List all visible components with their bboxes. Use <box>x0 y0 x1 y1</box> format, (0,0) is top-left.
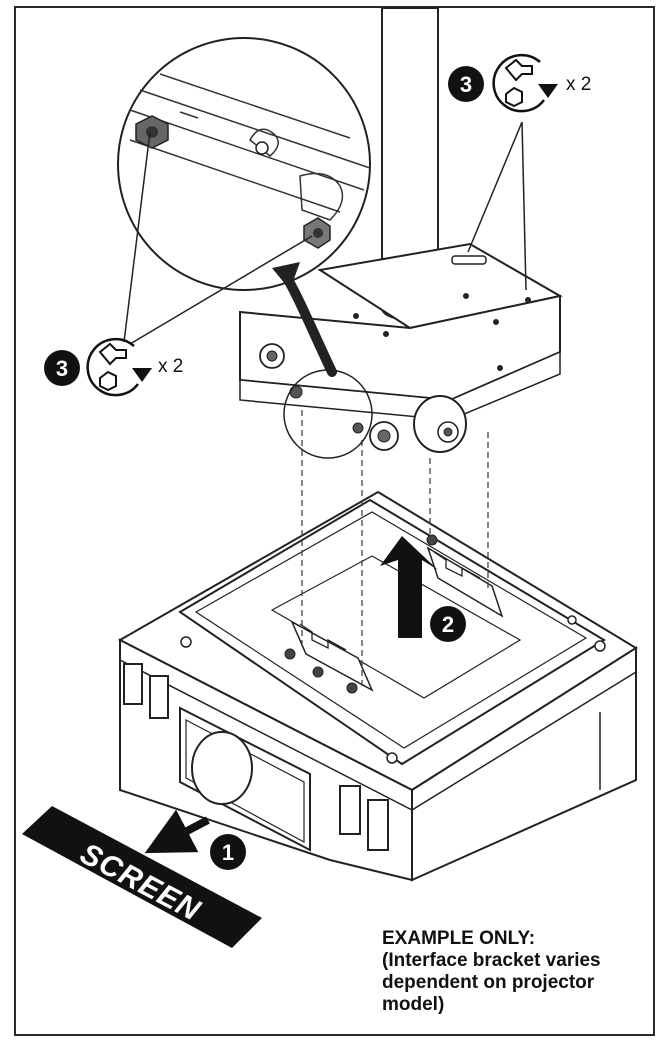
step-1-group: SCREEN 1 <box>22 806 262 948</box>
step-2-group: 2 <box>380 536 466 642</box>
note-line-1: EXAMPLE ONLY: <box>382 928 536 949</box>
step-3a-wrench-icon <box>86 337 139 397</box>
mounting-plate <box>178 498 606 766</box>
step-3a-number: 3 <box>56 356 68 381</box>
callout-lines <box>123 121 527 345</box>
step-3b-badge <box>448 66 484 102</box>
note-line-3: dependent on projector <box>382 972 595 993</box>
step-3b-group: 3 x 2 <box>448 53 591 113</box>
step-1-number: 1 <box>222 840 234 865</box>
step-3b-wrench-icon <box>492 53 545 113</box>
step-3a-group: 3 x 2 <box>44 337 183 397</box>
step-3a-multiplier: x 2 <box>158 356 183 377</box>
screen-banner <box>22 806 262 948</box>
step-3b-rotate-icon <box>538 84 558 98</box>
move-arrow <box>144 809 210 854</box>
magnified-detail <box>117 37 371 291</box>
step-3b-multiplier: x 2 <box>566 74 591 95</box>
note-line-4: model) <box>382 994 445 1015</box>
note-line-2: (Interface bracket varies <box>382 950 601 971</box>
step-2-badge <box>430 606 466 642</box>
step-3a-badge <box>44 350 80 386</box>
step-3a-rotate-icon <box>132 368 152 382</box>
step-1-badge <box>210 834 246 870</box>
step-3b-number: 3 <box>460 72 472 97</box>
example-note: EXAMPLE ONLY: (Interface bracket varies … <box>382 928 652 1016</box>
ceiling-mount <box>239 242 563 453</box>
step-2-number: 2 <box>442 612 454 637</box>
lift-arrow <box>380 536 438 638</box>
